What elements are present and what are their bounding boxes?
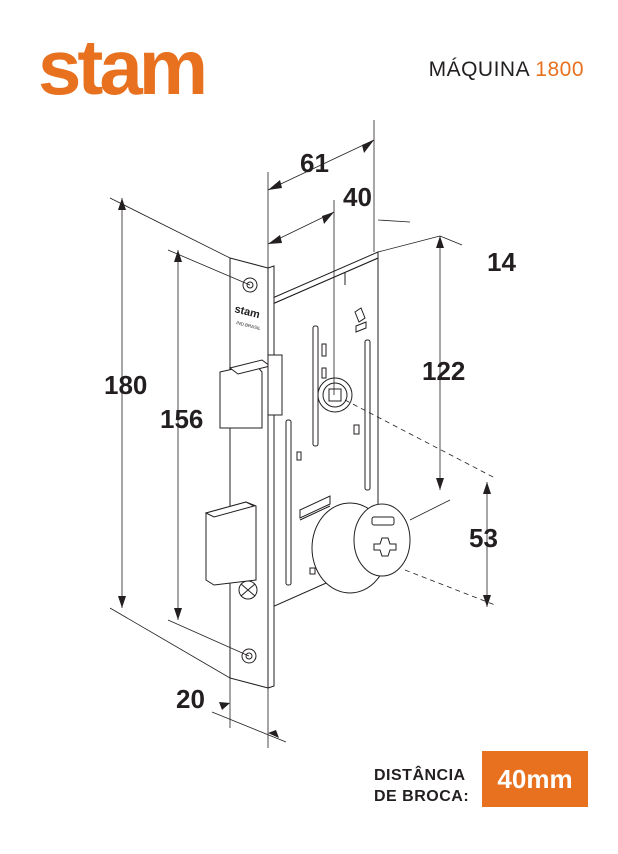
dim-180: 180 <box>104 370 147 400</box>
drill-label-line2: DE BROCA: <box>374 788 470 805</box>
dim-61: 61 <box>300 148 329 178</box>
model-title: MÁQUINA 1800 <box>429 58 584 82</box>
plate-origin: IND.BRASIL <box>236 320 262 331</box>
drill-distance-label: DISTÂNCIA DE BROCA: <box>374 765 469 807</box>
dim-20: 20 <box>176 684 205 714</box>
dim-40: 40 <box>343 182 372 212</box>
model-number: 1800 <box>535 58 584 81</box>
drill-distance-badge: 40mm <box>482 751 588 807</box>
dim-14: 14 <box>487 247 516 277</box>
dim-156: 156 <box>160 404 203 434</box>
cylinder-face <box>353 503 411 577</box>
spindle-hub <box>317 377 353 413</box>
model-label: MÁQUINA <box>428 58 529 81</box>
logo-wordmark: stam <box>38 28 204 106</box>
dim-122: 122 <box>422 356 465 386</box>
drill-label-line1: DISTÂNCIA <box>374 767 466 784</box>
dim-53: 53 <box>469 523 498 553</box>
stam-logo: stam <box>38 28 208 106</box>
drill-distance-value: 40mm <box>497 763 573 794</box>
